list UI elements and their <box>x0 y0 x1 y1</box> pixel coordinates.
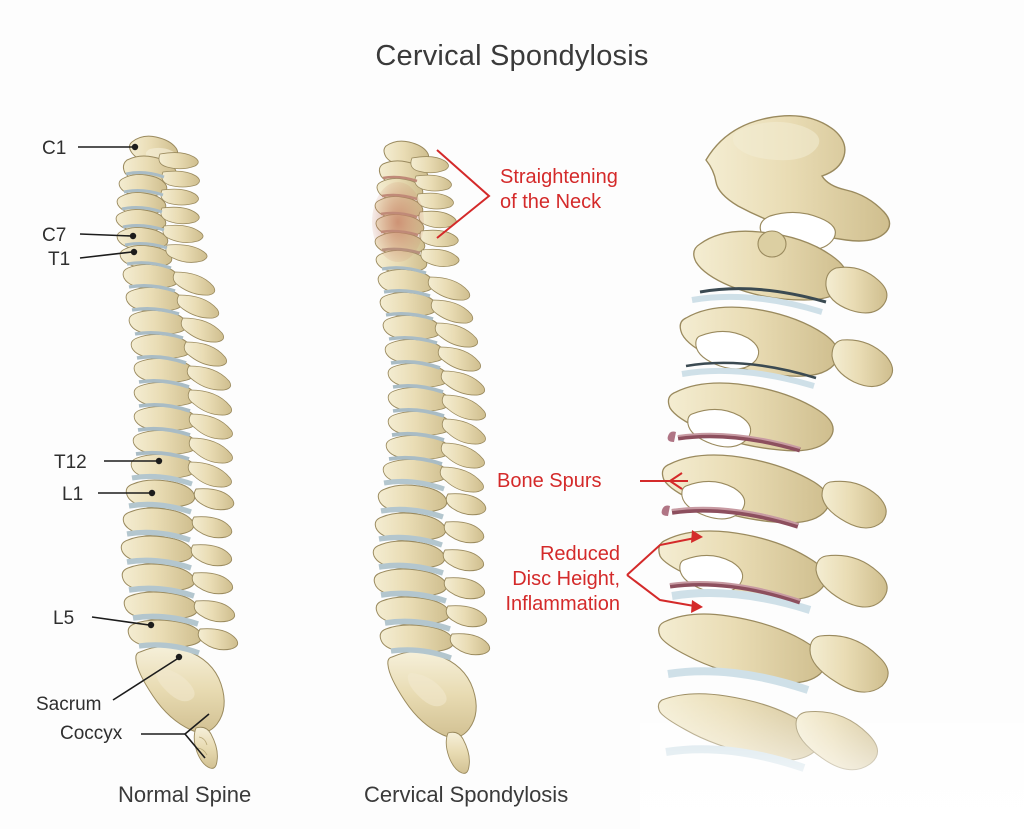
label-l5: L5 <box>53 608 75 629</box>
closeup-t1-vertebra <box>658 613 827 684</box>
label-c1: C1 <box>42 138 67 159</box>
annotation-straightening-of-the-neck: Straightening of the Neck <box>500 165 618 215</box>
leader-dot-l1 <box>148 489 156 497</box>
closeup-c7-vertebra <box>658 530 827 601</box>
annotation-reduced-line1: Reduced <box>539 543 620 565</box>
leader-sacrum <box>112 658 178 701</box>
page-title: Cervical Spondylosis <box>375 40 649 72</box>
caption-cervical-spondylosis: Cervical Spondylosis <box>364 782 569 807</box>
leader-dot-t1 <box>130 248 138 256</box>
leader-dot-t12 <box>155 457 163 465</box>
normal-lumbar-region <box>120 479 239 651</box>
label-t12: T12 <box>54 452 87 473</box>
leader-straightening-bracket <box>436 149 491 239</box>
spondylosis-spine-illustration <box>372 140 491 774</box>
leader-c7 <box>79 233 132 237</box>
leader-reduced-lower <box>626 574 701 608</box>
leader-dot-c1 <box>131 143 139 151</box>
spondylosis-sacrum-coccyx <box>387 651 477 774</box>
label-sacrum: Sacrum <box>36 694 102 715</box>
spondylosis-lumbar-region <box>372 484 491 656</box>
annotation-bone-spurs: Bone Spurs <box>497 470 602 492</box>
label-c7: C7 <box>42 225 67 246</box>
neck-inflammation-tint <box>372 182 424 262</box>
label-l1: L1 <box>62 484 84 505</box>
annotation-straightening-line2: of the Neck <box>500 191 602 213</box>
leader-dot-l5 <box>147 621 155 629</box>
arrowhead-reduced-upper <box>691 530 703 543</box>
normal-spine-discs <box>121 171 200 656</box>
closeup-c6-vertebra <box>661 454 830 524</box>
leader-reduced-upper <box>626 536 701 576</box>
bone-spur-c5 <box>667 431 676 442</box>
arrowhead-reduced-lower <box>691 600 703 613</box>
annotation-reduced-line2: Disc Height, <box>512 568 620 590</box>
annotation-straightening-line1: Straightening <box>500 166 618 188</box>
leader-t1 <box>79 251 133 259</box>
arrowhead-bone-spurs <box>668 472 683 490</box>
spondylosis-spine-discs <box>378 175 452 661</box>
bone-spur-c6 <box>661 505 670 516</box>
label-leader-lines <box>78 143 210 759</box>
leader-l5 <box>91 616 150 626</box>
normal-sacrum-coccyx <box>135 646 225 769</box>
cervical-closeup-illustration <box>640 115 1024 829</box>
leader-dot-c7 <box>129 232 137 240</box>
annotation-reduced-disc-height: Reduced Disc Height, Inflammation <box>446 542 621 617</box>
red-annotation-lines <box>436 149 703 613</box>
closeup-inflamed-discs <box>661 431 801 605</box>
leader-dot-sacrum <box>175 653 183 661</box>
caption-normal-spine: Normal Spine <box>118 782 252 807</box>
leader-bracket-coccyx <box>184 713 210 759</box>
label-coccyx: Coccyx <box>60 723 123 744</box>
label-t1: T1 <box>48 249 71 270</box>
annotation-reduced-line3: Inflammation <box>505 593 621 615</box>
closeup-c5-vertebra <box>667 382 834 452</box>
normal-spine-illustration <box>115 135 239 769</box>
